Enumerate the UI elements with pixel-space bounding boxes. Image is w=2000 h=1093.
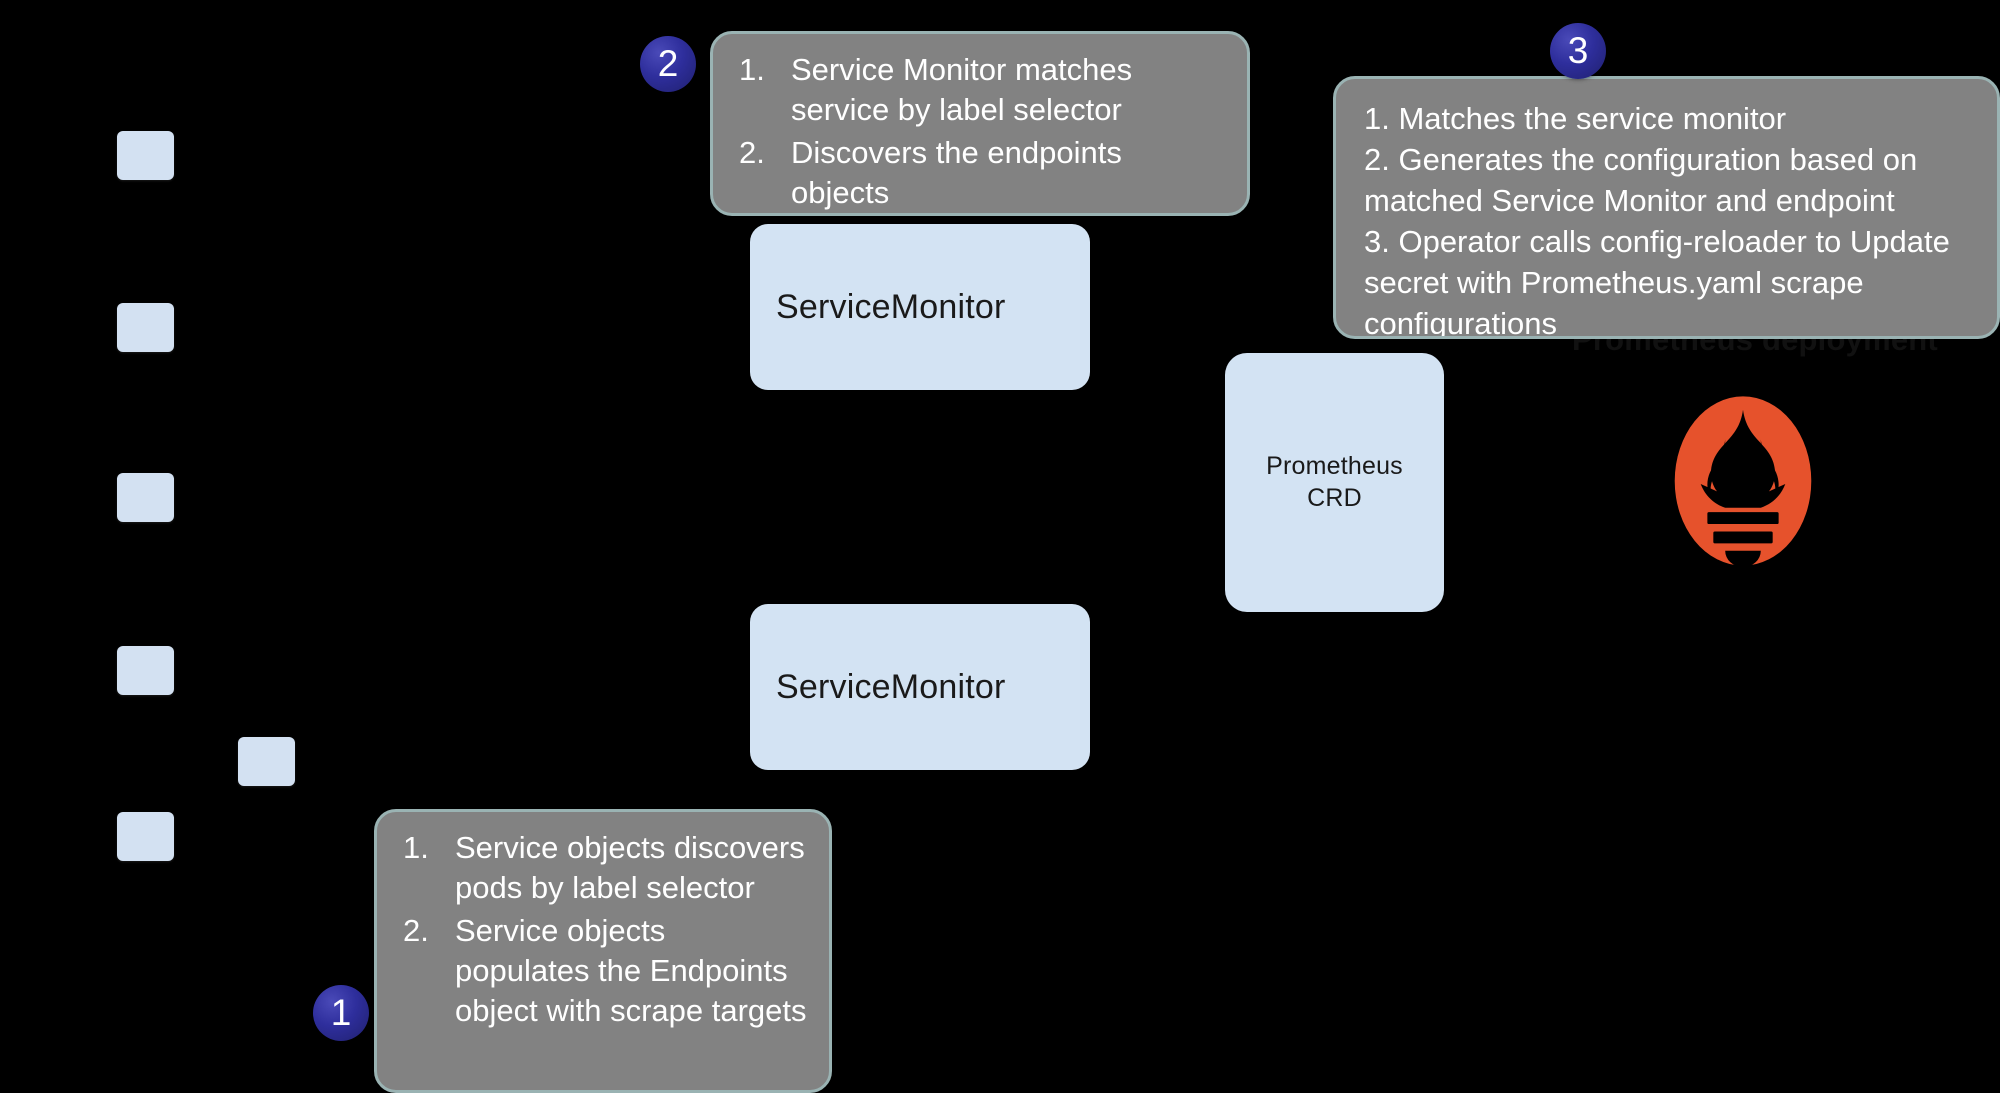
callout-1-list: 1. Service objects discovers pods by lab…	[403, 828, 807, 1031]
callout-1-item-2-number: 2.	[403, 912, 429, 948]
callout-3-line-1: 1. Matches the service monitor	[1364, 101, 1787, 136]
callout-1-item-1-text: Service objects discovers pods by label …	[455, 830, 805, 906]
callout-1-item-2-text: Service objects populates the Endpoints …	[455, 912, 807, 1029]
service-monitor-bottom-label: ServiceMonitor	[776, 667, 1006, 706]
callout-3-list: 1. Matches the service monitor 2. Genera…	[1364, 99, 1973, 339]
callout-3-line-2: 2. Generates the configuration based on …	[1364, 141, 1918, 218]
pod-3	[117, 473, 174, 522]
callout-2-item-2: 2. Discovers the endpoints objects	[739, 133, 1225, 213]
pod-1	[117, 131, 174, 180]
service-monitor-bottom-box[interactable]: ServiceMonitor	[750, 604, 1090, 770]
callout-1-item-2: 2. Service objects populates the Endpoin…	[403, 911, 807, 1032]
callout-3-line-3: 3. Operator calls config-reloader to Upd…	[1364, 223, 1950, 339]
callout-2-list: 1. Service Monitor matches service by la…	[739, 50, 1225, 213]
callout-3-badge: 3	[1550, 23, 1606, 79]
callout-1-badge: 1	[313, 985, 369, 1041]
callout-2-item-1-number: 1.	[739, 52, 765, 87]
callout-1-box: 1. Service objects discovers pods by lab…	[374, 809, 832, 1093]
prometheus-crd-label-line1: Prometheus	[1266, 452, 1403, 481]
service-monitor-top-box[interactable]: ServiceMonitor	[750, 224, 1090, 390]
pod-4	[117, 646, 174, 695]
callout-1-item-1-number: 1.	[403, 830, 429, 865]
prometheus-crd-box[interactable]: Prometheus CRD	[1225, 353, 1444, 612]
callout-2-badge: 2	[640, 36, 696, 92]
callout-2-item-1-text: Service Monitor matches service by label…	[791, 52, 1133, 128]
callout-2-item-1: 1. Service Monitor matches service by la…	[739, 50, 1225, 131]
pod-offset	[238, 737, 295, 786]
prometheus-logo	[1648, 386, 1838, 576]
callout-2-item-2-text: Discovers the endpoints objects	[791, 134, 1122, 210]
pod-2	[117, 303, 174, 352]
pod-5	[117, 812, 174, 861]
callout-3-box: 1. Matches the service monitor 2. Genera…	[1333, 76, 2000, 339]
prometheus-crd-label-line2: CRD	[1307, 483, 1362, 512]
service-monitor-top-label: ServiceMonitor	[776, 287, 1006, 326]
callout-1-item-1: 1. Service objects discovers pods by lab…	[403, 828, 807, 909]
callout-2-box: 1. Service Monitor matches service by la…	[710, 31, 1250, 216]
callout-2-item-2-number: 2.	[739, 134, 765, 170]
